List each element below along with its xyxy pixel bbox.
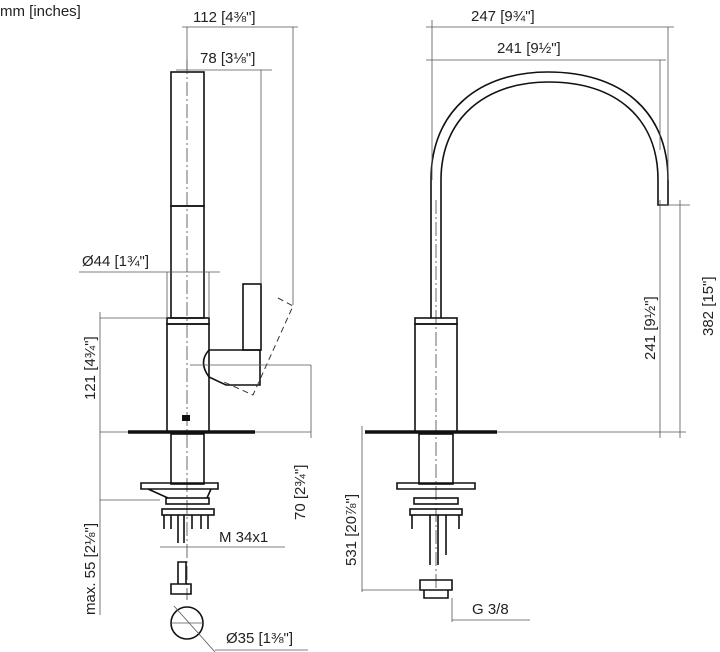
mounting-flange-front xyxy=(396,482,476,490)
gooseneck-spout xyxy=(430,71,669,318)
washer xyxy=(161,508,215,516)
dim-spout-depth: 78 [3⅛"] xyxy=(200,50,255,67)
shank xyxy=(170,433,205,485)
handle-lever xyxy=(242,283,262,351)
body-ring xyxy=(166,317,210,325)
hoses-front xyxy=(411,515,460,565)
nut-front xyxy=(413,497,459,505)
mounting-flange xyxy=(140,482,219,499)
dim-hole-diameter: Ø35 [1⅜"] xyxy=(226,630,293,647)
dim-thread: M 34x1 xyxy=(219,529,268,546)
front-dimension-lines xyxy=(361,20,690,622)
units-label: mm [inches] xyxy=(0,3,81,20)
side-view: 112 [4⅜"] 78 [3⅛"] Ø44 [1¾"] 121 [4¾"] 7… xyxy=(79,9,312,652)
dim-overall-depth: 112 [4⅜"] xyxy=(193,9,256,26)
side-dimension-lines xyxy=(79,26,312,615)
dim-max-deck: max. 55 [2⅛"] xyxy=(82,523,99,615)
studs-and-hoses xyxy=(163,515,209,543)
front-view: 247 [9¾"] 241 [9½"] 241 [9½"] 382 [15"] … xyxy=(343,8,717,622)
handle-base xyxy=(202,349,261,386)
sensor-mark xyxy=(182,415,190,421)
dim-spout-clearance: 241 [9½"] xyxy=(642,296,659,360)
hole-leader xyxy=(173,605,216,652)
dim-spout-reach: 241 [9½"] xyxy=(497,40,561,57)
hose-connector-front xyxy=(419,579,453,599)
nut xyxy=(165,497,210,505)
spout-lower xyxy=(170,205,205,319)
dim-diameter: Ø44 [1¾"] xyxy=(82,253,149,270)
hose-connector xyxy=(170,561,192,595)
shank-front xyxy=(418,433,454,485)
dim-hose-length: 531 [20⅞"] xyxy=(343,494,360,566)
dim-overall-reach: 247 [9¾"] xyxy=(471,8,535,25)
spout-upper xyxy=(170,71,205,207)
handle-open-position xyxy=(223,297,294,396)
washer-front xyxy=(409,508,463,516)
dim-body-height: 121 [4¾"] xyxy=(82,336,99,400)
dim-connection: G 3/8 xyxy=(472,601,509,618)
dim-handle-height: 70 [2¾"] xyxy=(292,465,309,520)
dim-overall-height: 382 [15"] xyxy=(700,276,717,336)
